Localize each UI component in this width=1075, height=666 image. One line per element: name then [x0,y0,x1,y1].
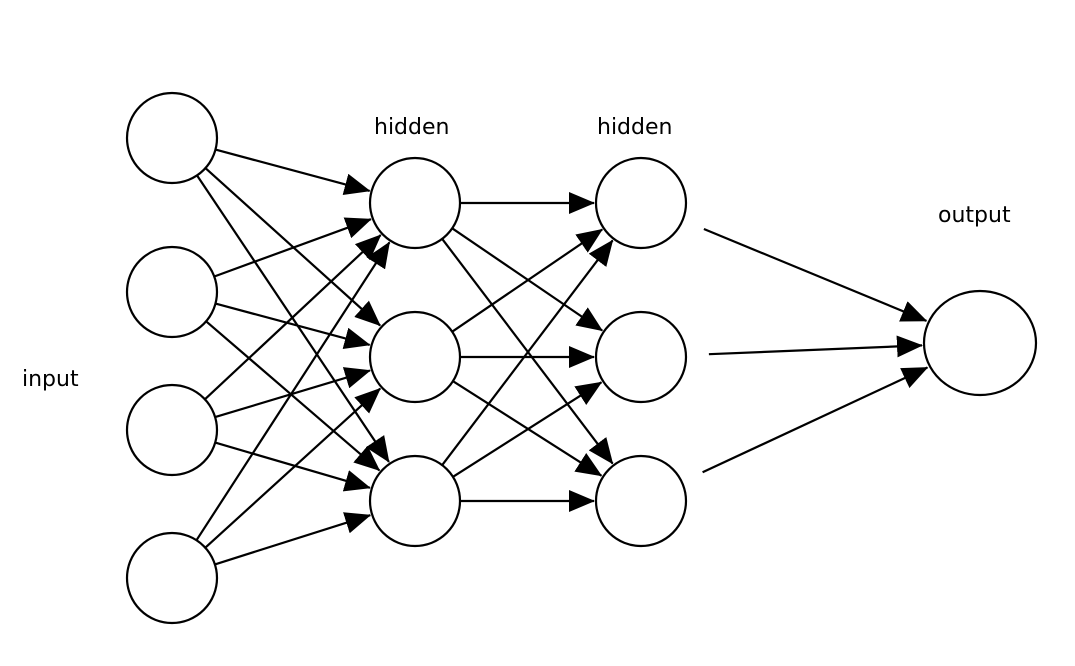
input-node-1 [125,91,219,185]
edge-input-1-to-hidden_1-3 [196,174,390,463]
edge-hidden_2-3-to-output-1 [702,366,929,474]
hidden-2-node-2 [594,310,688,404]
edge-input-2-to-hidden_1-3 [205,320,381,472]
edge-input-3-to-hidden_1-3 [214,441,371,492]
edge-hidden_2-2-to-output-1 [708,335,923,358]
edge-hidden_1-3-to-hidden_2-1 [441,239,614,466]
edge-hidden_2-1-to-output-1 [703,227,928,322]
input-node-2 [125,245,219,339]
hidden-layer-2-label: hidden [597,115,672,140]
edge-input-2-to-hidden_1-1 [213,217,372,278]
hidden-2-node-1 [594,156,688,250]
edge-hidden_1-2-to-hidden_2-1 [451,228,604,333]
hidden-1-node-3 [368,454,462,548]
input-node-4 [125,531,219,625]
hidden-1-node-1 [368,156,462,250]
node-group [125,91,1038,625]
input-layer-label: input [22,367,79,392]
edge-hidden_1-3-to-hidden_2-2 [452,381,603,478]
edge-input-2-to-hidden_1-2 [215,302,371,350]
edge-input-3-to-hidden_1-1 [204,234,382,401]
output-layer-label: output [938,203,1011,228]
output-node-1 [922,289,1038,397]
edge-input-4-to-hidden_1-2 [204,387,381,549]
label-group: input hidden hidden output [22,115,1011,392]
edge-group [195,148,929,566]
edge-input-4-to-hidden_1-3 [214,512,372,566]
edge-input-1-to-hidden_1-1 [215,148,371,196]
hidden-layer-1-label: hidden [374,115,449,140]
hidden-1-node-2 [368,310,462,404]
edge-input-4-to-hidden_1-1 [195,241,391,541]
input-node-3 [125,383,219,477]
hidden-2-node-3 [594,454,688,548]
